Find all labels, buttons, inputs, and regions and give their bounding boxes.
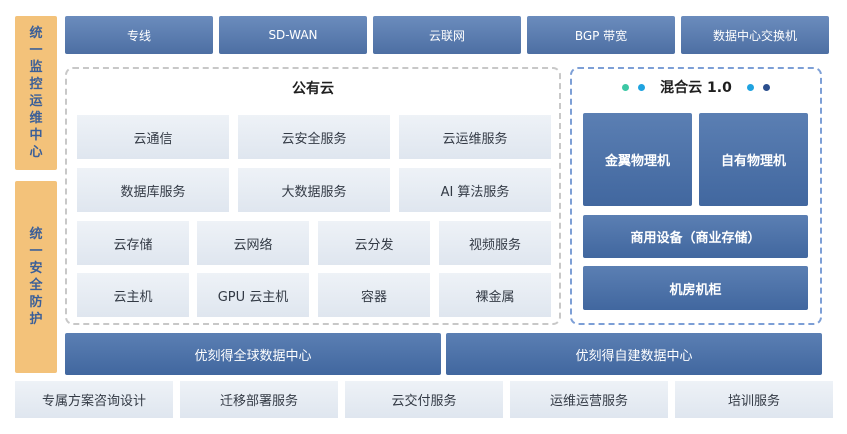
decorative-dot-icon — [638, 83, 646, 91]
service-cell: 视频服务 — [439, 221, 551, 265]
service-cell: 云主机 — [77, 273, 189, 317]
service-cell: 数据库服务 — [77, 168, 229, 212]
side-char: 维 — [29, 111, 43, 126]
decorative-dot-icon — [746, 83, 754, 91]
decorative-dot-icon — [762, 83, 770, 91]
service-item: 培训服务 — [675, 381, 833, 418]
side-char: 一 — [29, 244, 43, 259]
side-char: 一 — [29, 43, 43, 58]
side-char: 护 — [29, 312, 43, 327]
side-char: 统 — [29, 227, 43, 242]
side-char: 统 — [29, 26, 43, 41]
hybrid-cloud-panel — [570, 67, 822, 325]
top-bar-item: BGP 带宽 — [527, 16, 675, 54]
service-cell: 云存储 — [77, 221, 189, 265]
hybrid-cloud-title: 混合云 1.0 — [660, 80, 732, 96]
side-char: 控 — [29, 77, 43, 92]
commercial-storage-box: 商用设备（商业存储） — [583, 215, 808, 258]
service-item: 专属方案咨询设计 — [15, 381, 173, 418]
service-cell: 云通信 — [77, 115, 229, 159]
physical-machine-box: 金翼物理机 — [583, 113, 692, 206]
rack-box: 机房机柜 — [583, 266, 808, 310]
side-char: 中 — [29, 128, 43, 143]
side-security-protection: 统 一 安 全 防 护 — [15, 181, 57, 373]
side-char: 防 — [29, 295, 43, 310]
service-cell: 云分发 — [318, 221, 430, 265]
service-item: 云交付服务 — [345, 381, 503, 418]
service-cell: 大数据服务 — [238, 168, 390, 212]
service-item: 运维运营服务 — [510, 381, 668, 418]
top-bar-item: SD-WAN — [219, 16, 367, 54]
decorative-dot-icon — [622, 83, 630, 91]
hybrid-cloud-header: 混合云 1.0 — [570, 74, 822, 100]
service-cell: 云网络 — [197, 221, 309, 265]
service-cell: 容器 — [318, 273, 430, 317]
public-cloud-title: 公有云 — [292, 81, 334, 97]
side-char: 监 — [29, 60, 43, 75]
service-cell: 云运维服务 — [399, 115, 551, 159]
service-cell: AI 算法服务 — [399, 168, 551, 212]
service-cell: 云安全服务 — [238, 115, 390, 159]
top-bar-item: 专线 — [65, 16, 213, 54]
datacenter-self-built: 优刻得自建数据中心 — [446, 333, 822, 375]
side-char: 心 — [29, 145, 43, 160]
side-char: 安 — [29, 261, 43, 276]
top-bar-item: 数据中心交换机 — [681, 16, 829, 54]
public-cloud-panel — [65, 67, 561, 325]
top-bar-item: 云联网 — [373, 16, 521, 54]
side-char: 全 — [29, 278, 43, 293]
side-char: 运 — [29, 94, 43, 109]
service-cell: 裸金属 — [439, 273, 551, 317]
physical-machine-box: 自有物理机 — [699, 113, 808, 206]
service-item: 迁移部署服务 — [180, 381, 338, 418]
service-cell: GPU 云主机 — [197, 273, 309, 317]
side-monitor-ops-center: 统 一 监 控 运 维 中 心 — [15, 16, 57, 170]
datacenter-global: 优刻得全球数据中心 — [65, 333, 441, 375]
